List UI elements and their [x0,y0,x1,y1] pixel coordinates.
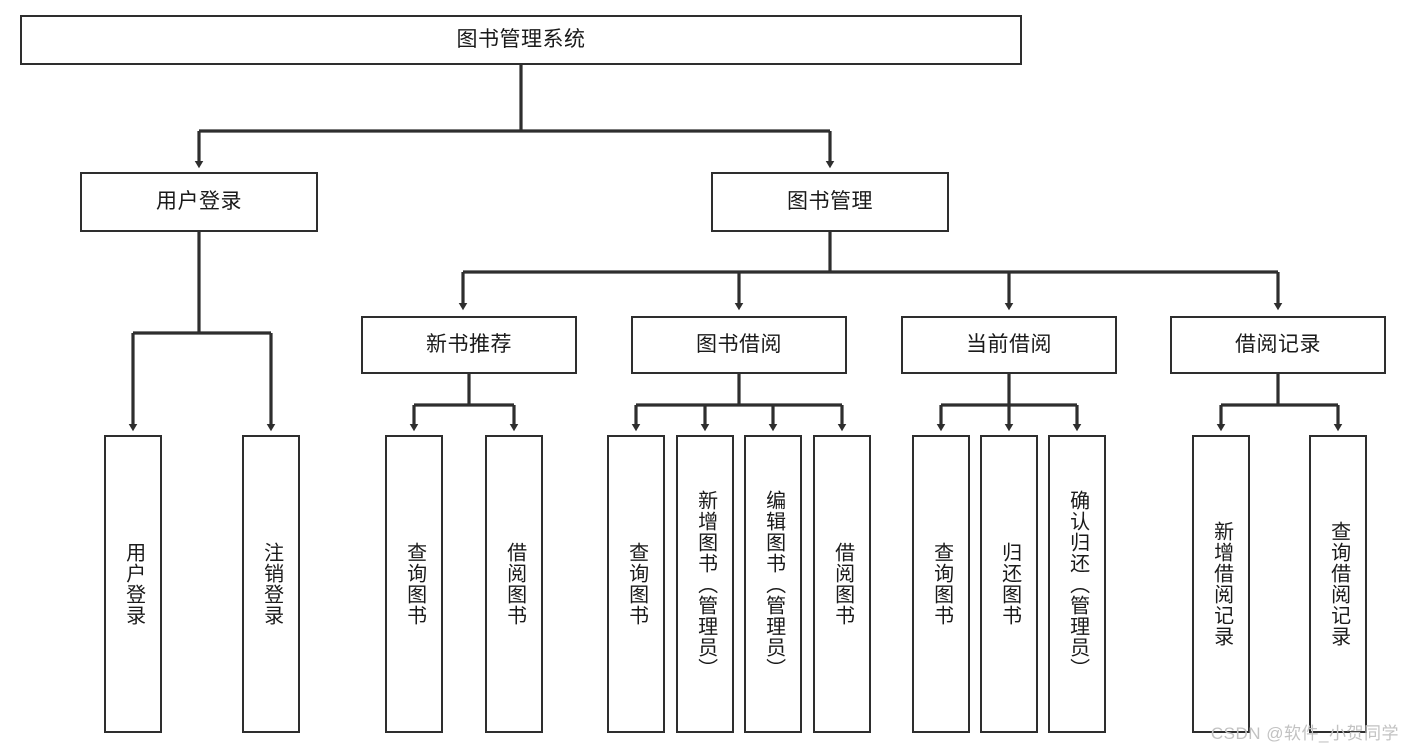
node-user-login[interactable]: 用户登录 [80,172,318,232]
node-book-management-label: 图书管理 [787,189,873,213]
leaf-add-borrow-record-label: 新增借阅记录 [1210,521,1233,647]
leaf-add-book[interactable]: 新增图书（管理员） [676,435,734,733]
leaf-query-book-current[interactable]: 查询图书 [912,435,970,733]
node-new-book-recommendation-label: 新书推荐 [426,332,512,356]
leaf-query-borrow-record[interactable]: 查询借阅记录 [1309,435,1367,733]
leaf-query-book-borrow[interactable]: 查询图书 [607,435,665,733]
node-book-management[interactable]: 图书管理 [711,172,949,232]
leaf-borrow-book-borrow-label: 借阅图书 [831,542,854,626]
leaf-query-book-newbook-label: 查询图书 [403,542,426,626]
leaf-edit-book[interactable]: 编辑图书（管理员） [744,435,802,733]
leaf-add-borrow-record[interactable]: 新增借阅记录 [1192,435,1250,733]
csdn-watermark: CSDN @软件_小贺同学 [1210,724,1399,743]
leaf-return-book[interactable]: 归还图书 [980,435,1038,733]
leaf-query-borrow-record-label: 查询借阅记录 [1327,521,1350,647]
node-root-label: 图书管理系统 [456,27,586,51]
leaf-user-logout[interactable]: 注销登录 [242,435,300,733]
leaf-edit-book-label: 编辑图书（管理员） [762,489,785,679]
node-root[interactable]: 图书管理系统 [20,15,1022,65]
node-new-book-recommendation[interactable]: 新书推荐 [361,316,577,374]
node-current-borrow-label: 当前借阅 [966,332,1052,356]
leaf-confirm-return-label: 确认归还（管理员） [1066,489,1089,679]
leaf-confirm-return[interactable]: 确认归还（管理员） [1048,435,1106,733]
node-borrow-record-label: 借阅记录 [1235,332,1321,356]
leaf-borrow-book-borrow[interactable]: 借阅图书 [813,435,871,733]
leaf-query-book-newbook[interactable]: 查询图书 [385,435,443,733]
leaf-add-book-label: 新增图书（管理员） [694,489,717,679]
leaf-user-login-label: 用户登录 [122,542,145,626]
node-borrow-record[interactable]: 借阅记录 [1170,316,1386,374]
node-book-borrow-label: 图书借阅 [696,332,782,356]
leaf-user-logout-label: 注销登录 [260,542,283,626]
node-book-borrow[interactable]: 图书借阅 [631,316,847,374]
leaf-return-book-label: 归还图书 [998,542,1021,626]
leaf-user-login[interactable]: 用户登录 [104,435,162,733]
node-user-login-label: 用户登录 [156,189,242,213]
leaf-query-book-borrow-label: 查询图书 [625,542,648,626]
leaf-borrow-book-newbook-label: 借阅图书 [503,542,526,626]
node-current-borrow[interactable]: 当前借阅 [901,316,1117,374]
leaf-query-book-current-label: 查询图书 [930,542,953,626]
leaf-borrow-book-newbook[interactable]: 借阅图书 [485,435,543,733]
